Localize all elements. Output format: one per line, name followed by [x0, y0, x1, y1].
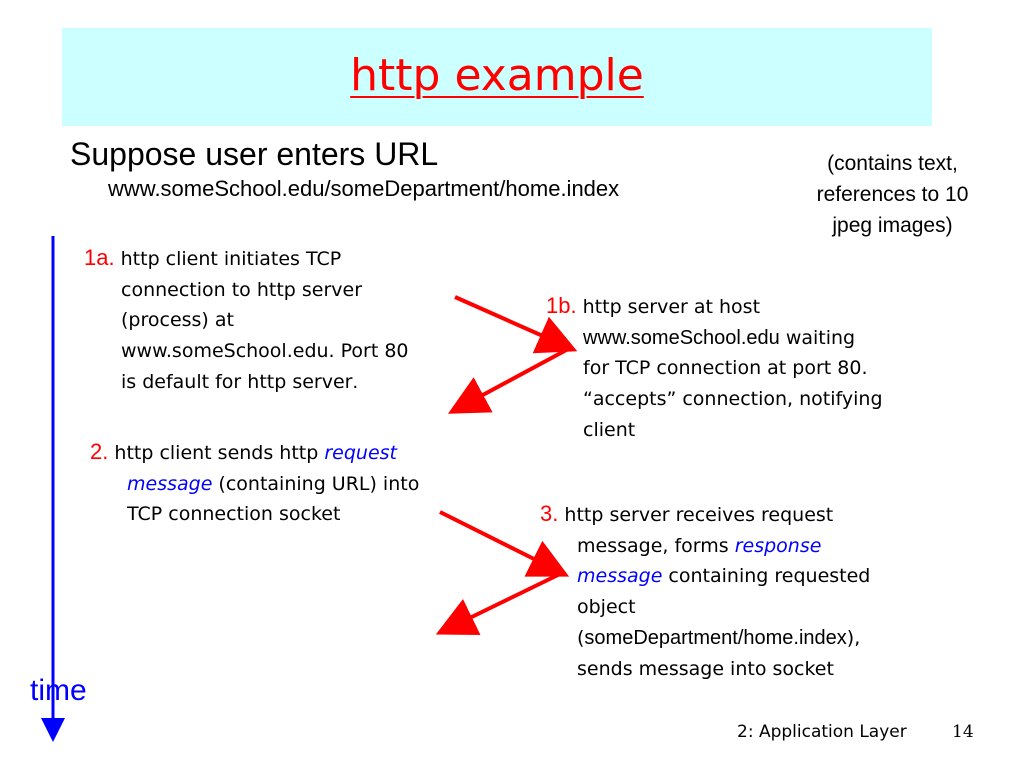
footer-chapter: 2: Application Layer — [737, 722, 907, 742]
step-text: sends message into socket — [577, 657, 834, 680]
emphasis-text: request — [324, 442, 397, 464]
step-text: www.someSchool.edu. Port 80 — [121, 340, 409, 363]
note-line: (contains text, — [827, 152, 958, 175]
step-number: 3. — [540, 501, 559, 526]
step-text: message, forms — [577, 534, 735, 557]
title-band: http example — [62, 28, 932, 126]
path-text: someDepartment/home.index — [584, 626, 847, 649]
page-number: 14 — [952, 722, 974, 742]
arrow-client-to-server-tcp — [454, 295, 578, 354]
intro-text: Suppose user enters URL — [70, 136, 439, 172]
emphasis-text: response — [734, 534, 822, 557]
step-text: containing requested — [662, 565, 871, 588]
step-text: . — [352, 370, 359, 393]
step-text: TCP connection socket — [127, 503, 341, 526]
step-2: 2. http client sends http request messag… — [90, 437, 419, 530]
step-text: http server receives request — [564, 504, 834, 526]
step-text: http server at host — [582, 296, 761, 318]
step-text: ( — [577, 626, 585, 649]
arrow-client-to-server-request — [439, 510, 570, 577]
note-line: references to 10 — [816, 183, 969, 206]
arrow-server-to-client-response — [435, 571, 563, 635]
step-text: (process) at — [121, 309, 234, 332]
step-text: for TCP connection at port 80. — [583, 357, 868, 380]
step-text: connection to http server — [121, 278, 363, 301]
arrow-server-to-client-accept — [447, 346, 571, 414]
step-text: http client sends http — [114, 442, 325, 464]
slide-title: http example — [350, 50, 644, 101]
step-text: ), — [846, 626, 861, 649]
step-text: http client initiates TCP — [120, 248, 342, 270]
emphasis-text: message — [127, 472, 213, 495]
step-text: is default for http server — [121, 370, 353, 393]
step-number: 2. — [90, 439, 109, 464]
step-text: client — [583, 418, 636, 441]
step-3: 3. http server receives request message,… — [540, 499, 870, 684]
url-text: www.someSchool.edu/someDepartment/home.i… — [108, 176, 620, 201]
content-note: (contains text, references to 10 jpeg im… — [790, 148, 995, 241]
note-line: jpeg images) — [832, 214, 953, 237]
step-text: (containing URL) into — [212, 472, 420, 495]
step-text: object — [577, 596, 636, 619]
host-name: www.someSchool.edu — [583, 326, 780, 349]
step-number: 1a. — [84, 245, 115, 270]
step-number: 1b. — [546, 293, 577, 318]
emphasis-text: message — [577, 565, 663, 588]
step-1a: 1a. http client initiates TCP connection… — [84, 243, 409, 398]
time-label: time — [30, 674, 87, 707]
step-1b: 1b. http server at host www.someSchool.e… — [546, 291, 883, 446]
step-text: waiting — [779, 326, 856, 349]
step-text: “accepts” connection, notifying — [583, 388, 883, 411]
